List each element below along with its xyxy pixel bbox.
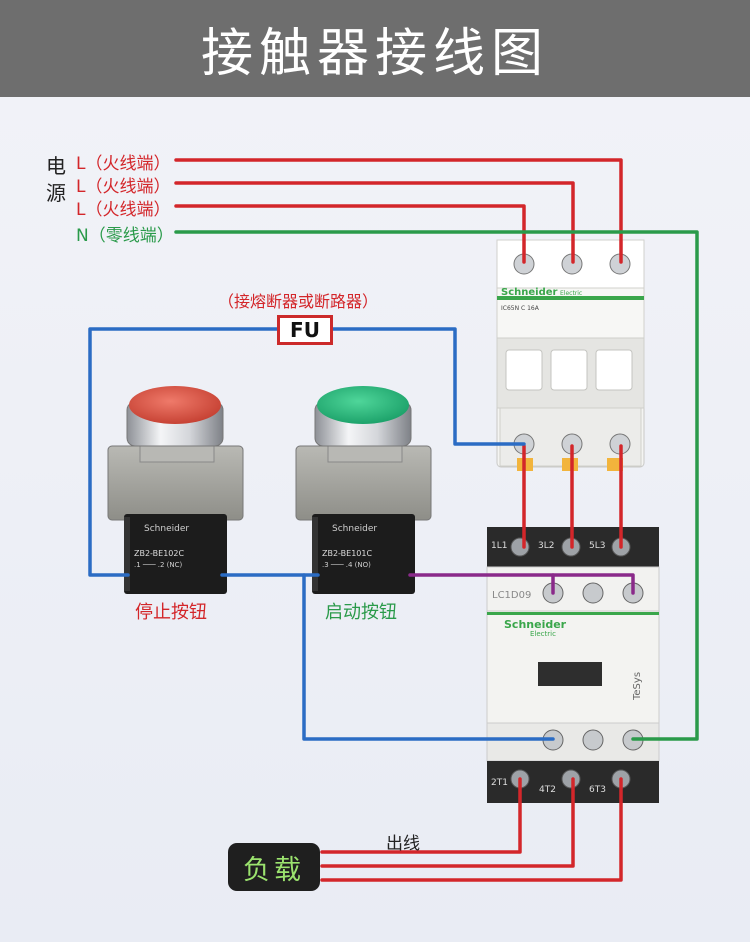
contactor: 1L1 3L2 5L3 2T1 4T2 6T3 LC1D09 Schneider…: [486, 527, 660, 803]
output-label: 出线: [386, 834, 420, 854]
svg-text:Schneider: Schneider: [144, 524, 189, 534]
terminal-4t2: 4T2: [539, 785, 556, 795]
wire-l1: [174, 158, 623, 264]
terminal-6t3: 6T3: [589, 785, 606, 795]
line-label-n: N（零线端）: [76, 226, 174, 246]
start-button-model: ZB2-BE101C: [322, 549, 372, 558]
line-label-l2: L（火线端）: [76, 177, 171, 197]
wire-control-start-coil: [302, 573, 555, 741]
wire-neutral: [174, 230, 699, 741]
wire-control-fuse: [88, 327, 526, 577]
terminal-1l1: 1L1: [491, 541, 507, 551]
page-title: 接触器接线图: [200, 24, 549, 84]
wire-self-hold-2: [551, 573, 635, 595]
start-button-label: 启动按钮: [325, 602, 397, 623]
contactor-series: TeSys: [632, 672, 643, 701]
fuse-box: FU: [277, 315, 333, 345]
wire-output-2: [320, 777, 575, 868]
wire-output-1: [320, 777, 522, 854]
breaker-brand: Schneider: [501, 287, 558, 298]
contactor-brand-sub: Electric: [530, 630, 556, 638]
line-label-l1: L（火线端）: [76, 154, 171, 174]
line-label-l3: L（火线端）: [76, 200, 171, 220]
circuit-breaker: Schneider Electric IC65N C 16A: [496, 239, 645, 471]
stop-button-contact: .1 ─── .2 (NC): [134, 561, 183, 569]
power-source-char-1: 电: [46, 154, 66, 178]
wire-l2: [174, 181, 575, 264]
terminal-2t1: 2T1: [491, 778, 508, 788]
contactor-brand: Schneider: [504, 618, 567, 631]
breaker-model: IC65N C 16A: [501, 305, 540, 312]
start-button-contact: .3 ─── .4 (NO): [322, 561, 371, 569]
stop-button-label: 停止按钮: [135, 602, 207, 623]
wire-l3: [174, 204, 526, 264]
fuse-note: （接熔断器或断路器）: [218, 292, 379, 311]
header-bar: 接触器接线图: [0, 0, 750, 97]
stop-button-device: Schneider ZB2-BE102C .1 ─── .2 (NC): [107, 386, 244, 594]
wire-output-3: [320, 777, 623, 882]
power-source-char-2: 源: [46, 181, 66, 205]
load-label: 负载: [243, 854, 305, 886]
breaker-brand-sub: Electric: [560, 290, 582, 297]
load-box: 负载: [228, 843, 320, 891]
fuse-label: FU: [290, 318, 320, 342]
contactor-model: LC1D09: [492, 590, 531, 601]
start-button-device: Schneider ZB2-BE101C .3 ─── .4 (NO): [295, 386, 432, 594]
stop-button-model: ZB2-BE102C: [134, 549, 184, 558]
terminal-5l3: 5L3: [589, 541, 605, 551]
svg-text:Schneider: Schneider: [332, 524, 377, 534]
terminal-3l2: 3L2: [538, 541, 554, 551]
